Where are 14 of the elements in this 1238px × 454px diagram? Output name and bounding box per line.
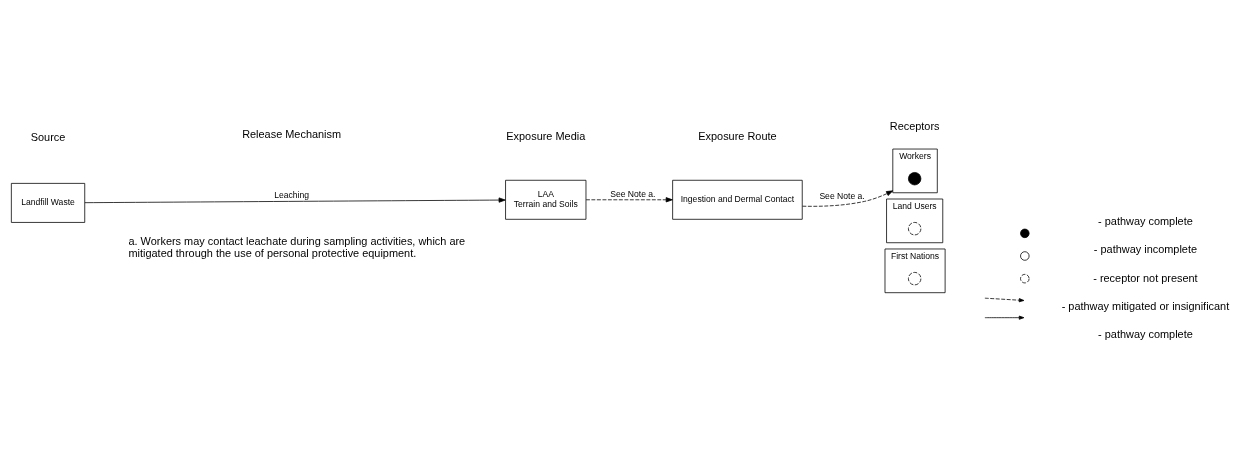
label: Source (30, 130, 66, 143)
legend-label: - pathway complete (1098, 327, 1193, 340)
edge-label: See Note a. (610, 188, 656, 199)
label: Exposure Route (698, 129, 777, 142)
label: Receptors (889, 119, 940, 132)
edge-label: See Note a. (819, 190, 865, 201)
legend-label: - receptor not present (1093, 271, 1198, 284)
legend-label: - pathway mitigated or insignificant (1061, 299, 1230, 312)
legend-label: - pathway incomplete (1093, 242, 1198, 255)
label: Exposure Media (506, 129, 586, 142)
edge-label: Leaching (274, 189, 310, 200)
legend-label: - pathway complete (1098, 214, 1193, 227)
label: Release Mechanism (242, 127, 342, 140)
label: a. Workers may contact leachate during sampling activities, which are mitigated through the use of personal protective equipment. (128, 234, 466, 259)
